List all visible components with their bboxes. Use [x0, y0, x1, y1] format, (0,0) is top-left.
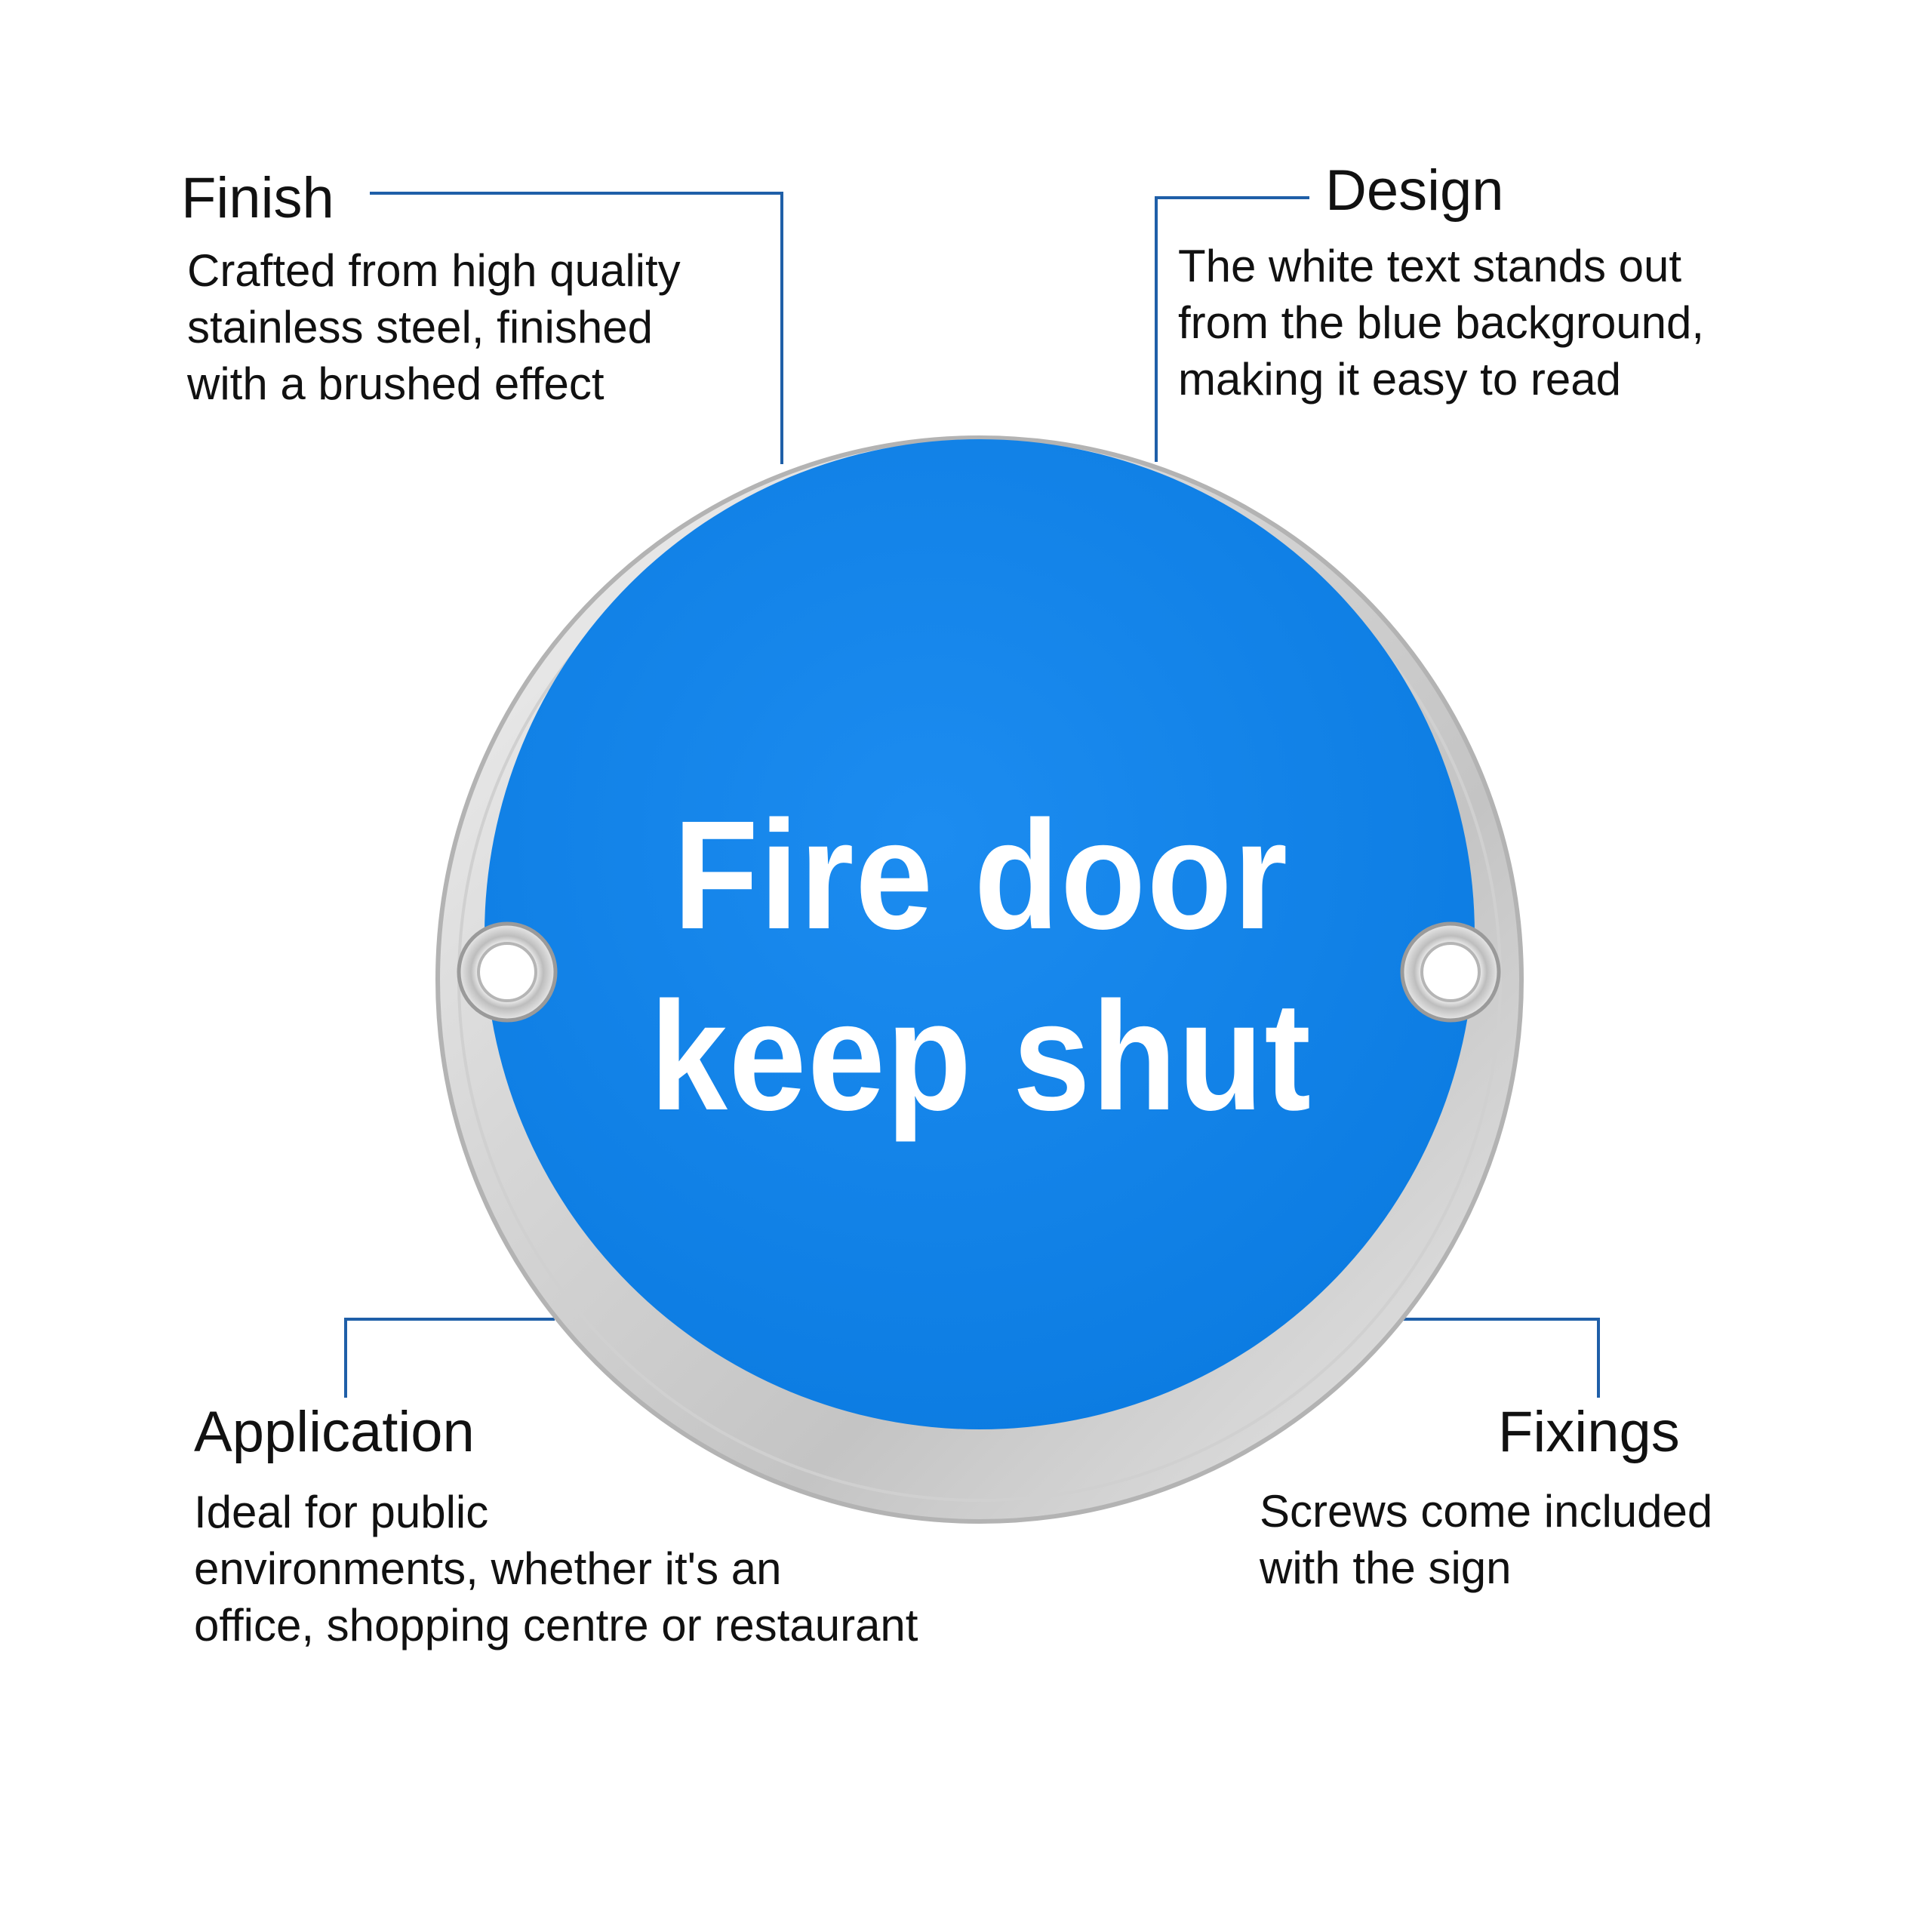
- fixings-line: with the sign: [1260, 1543, 1512, 1593]
- finish-callout: Finish Crafted from high quality stainle…: [181, 166, 681, 412]
- application-line: office, shopping centre or restaurant: [194, 1600, 918, 1651]
- sign-text-line-1: Fire door: [673, 789, 1289, 961]
- design-line: from the blue background,: [1178, 297, 1705, 348]
- application-leader-line: [344, 1318, 555, 1398]
- design-leader-line: [1155, 196, 1309, 462]
- application-title: Application: [194, 1400, 475, 1464]
- fixings-leader-line: [1389, 1318, 1600, 1398]
- sign-text-line-2: keep shut: [650, 970, 1312, 1143]
- design-title: Design: [1325, 158, 1504, 223]
- leader-lines: [344, 192, 1600, 1398]
- finish-line: Crafted from high quality: [187, 245, 681, 296]
- fixings-title: Fixings: [1498, 1400, 1680, 1464]
- finish-line: with a brushed effect: [187, 358, 605, 409]
- screw-hole-right: [1400, 921, 1501, 1023]
- application-description: Ideal for public environments, whether i…: [194, 1484, 918, 1654]
- screw-hole-left: [457, 921, 558, 1023]
- application-callout: Application Ideal for public environment…: [194, 1404, 918, 1654]
- finish-description: Crafted from high quality stainless stee…: [187, 242, 681, 412]
- fixings-callout: Fixings Screws come included with the si…: [1260, 1400, 1712, 1594]
- design-callout: Design The white text stands out from th…: [1178, 158, 1704, 405]
- design-line: making it easy to read: [1178, 354, 1621, 405]
- design-line: The white text stands out: [1178, 241, 1682, 291]
- blue-face: [485, 439, 1475, 1429]
- fixings-line: Screws come included: [1260, 1486, 1713, 1537]
- finish-title: Finish: [181, 166, 334, 230]
- finish-line: stainless steel, finished: [187, 302, 653, 352]
- fixings-description: Screws come included with the sign: [1260, 1483, 1712, 1596]
- design-description: The white text stands out from the blue …: [1178, 238, 1704, 408]
- finish-leader-line: [370, 192, 783, 464]
- application-line: environments, whether it's an: [194, 1543, 782, 1594]
- sign-text: Fire door keep shut: [604, 785, 1358, 1147]
- application-line: Ideal for public: [194, 1487, 489, 1537]
